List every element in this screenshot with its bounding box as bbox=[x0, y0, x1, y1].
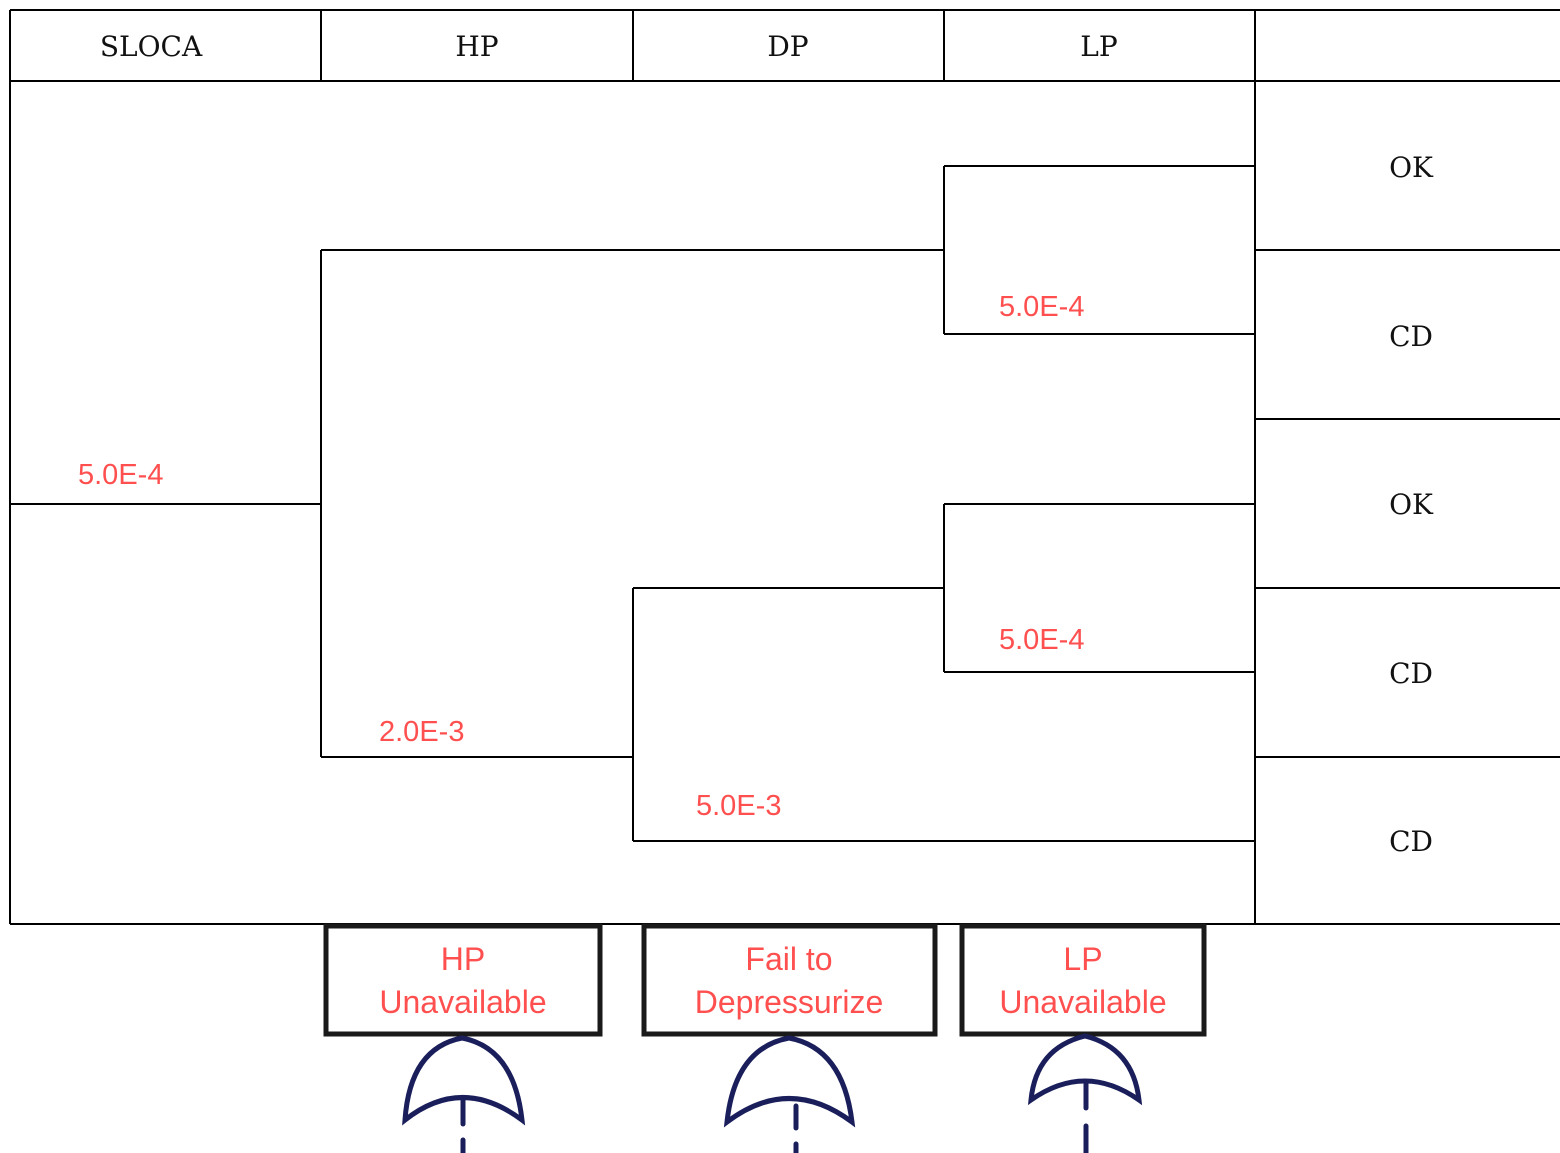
event-tree-branches bbox=[10, 165, 1255, 842]
basic-event-hp-unavailable: HP Unavailable bbox=[323, 923, 603, 1037]
or-gate-icon bbox=[723, 1035, 856, 1153]
outcome-label-1: OK bbox=[1389, 151, 1434, 184]
header-grid bbox=[9, 9, 1560, 925]
header-sloca: SLOCA bbox=[100, 30, 203, 63]
basic-event-fail-to-depressurize: Fail to Depressurize bbox=[641, 923, 938, 1037]
basic-event-boxes: HP Unavailable Fail to Depressurize LP U… bbox=[323, 923, 1207, 1037]
basic-event-2-line-2: Depressurize bbox=[695, 984, 884, 1020]
basic-event-lp-unavailable: LP Unavailable bbox=[959, 923, 1207, 1037]
basic-event-2-line-1: Fail to bbox=[745, 941, 832, 977]
header-dp: DP bbox=[767, 30, 808, 63]
outcome-labels: OK CD OK CD CD bbox=[1389, 151, 1434, 858]
basic-event-3-line-2: Unavailable bbox=[999, 984, 1166, 1020]
basic-event-3-line-1: LP bbox=[1063, 941, 1102, 977]
or-gate-icon bbox=[1027, 1033, 1143, 1153]
or-gates bbox=[402, 1033, 1143, 1153]
lp-lower-failure-probability: 5.0E-4 bbox=[999, 624, 1084, 656]
basic-event-1-line-1: HP bbox=[441, 941, 485, 977]
basic-event-1-line-2: Unavailable bbox=[379, 984, 546, 1020]
hp-failure-probability: 2.0E-3 bbox=[379, 716, 464, 748]
basic-event-box-1 bbox=[323, 923, 603, 1037]
lp-upper-failure-probability: 5.0E-4 bbox=[999, 291, 1084, 323]
outcome-label-2: CD bbox=[1389, 320, 1433, 353]
initiator-probability: 5.0E-4 bbox=[78, 459, 163, 491]
basic-event-box-2 bbox=[641, 923, 938, 1037]
outcome-label-3: OK bbox=[1389, 488, 1434, 521]
probability-labels: 5.0E-4 2.0E-3 5.0E-3 5.0E-4 5.0E-4 bbox=[78, 291, 1084, 822]
outcome-label-5: CD bbox=[1389, 825, 1433, 858]
outcome-label-4: CD bbox=[1389, 657, 1433, 690]
header-labels: SLOCA HP DP LP bbox=[100, 30, 1118, 63]
header-hp: HP bbox=[455, 30, 498, 63]
header-lp: LP bbox=[1080, 30, 1117, 63]
dp-failure-probability: 5.0E-3 bbox=[696, 790, 781, 822]
or-gate-icon bbox=[402, 1035, 526, 1153]
